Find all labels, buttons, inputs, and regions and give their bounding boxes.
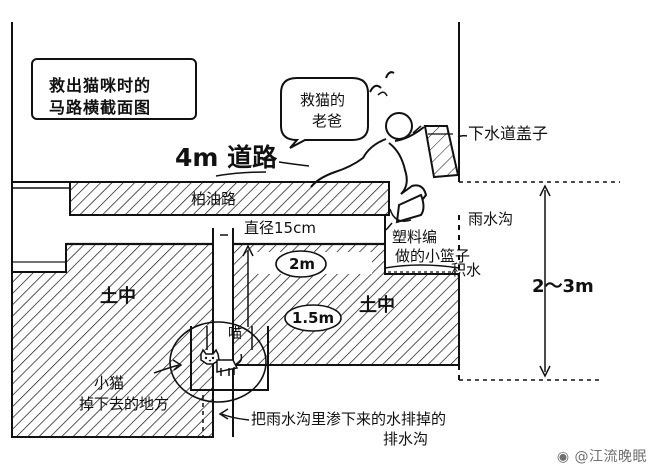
depth-2m-label: 2m bbox=[288, 255, 316, 273]
dad-label-line-2: 老爸 bbox=[312, 112, 343, 130]
person-icon bbox=[310, 71, 428, 224]
meow-label: 喵 bbox=[228, 326, 242, 342]
diameter-label: 直径15cm bbox=[244, 219, 316, 237]
cat-icon bbox=[200, 348, 243, 376]
asphalt-slab bbox=[69, 181, 390, 216]
drain-note-arrow-head bbox=[218, 408, 229, 420]
soil-left-label: 土中 bbox=[100, 286, 136, 307]
drain-note-line-1: 把雨水沟里渗下来的水排掉的 bbox=[251, 410, 447, 428]
standing-water-line bbox=[384, 264, 460, 269]
kitten-pit bbox=[190, 326, 269, 391]
drain-note-arrow bbox=[221, 413, 250, 421]
kitten-highlight-circle bbox=[169, 321, 267, 403]
diagram-title-box: 救出猫咪时的 马路横截面图 bbox=[31, 58, 197, 120]
kitten-pointer-arrow bbox=[153, 364, 180, 374]
road-width-label: 4m 道路 bbox=[175, 143, 278, 172]
oval-2m bbox=[275, 250, 327, 278]
drain-note-line-2: 排水沟 bbox=[383, 430, 429, 448]
road-label-mark bbox=[215, 171, 267, 177]
kitten-pointer-arrow-head bbox=[172, 359, 183, 371]
asphalt-label: 柏油路 bbox=[191, 190, 237, 208]
road-label-underline bbox=[278, 161, 310, 167]
drain-cover-label: 下水道盖子 bbox=[468, 124, 549, 143]
kitten-label-line-1: 小猫 bbox=[94, 374, 125, 392]
drain-cover bbox=[423, 125, 460, 179]
weibo-logo-icon: ◉ bbox=[556, 449, 570, 465]
basket-label-line-1: 塑料编 bbox=[392, 228, 438, 246]
oval-1-5m bbox=[284, 304, 342, 332]
depth-2m-arrow-top bbox=[242, 244, 254, 257]
standing-water-label: 积水 bbox=[451, 261, 482, 279]
right-depth-arrow-bottom bbox=[539, 365, 551, 378]
watermark-text: @江流晚眠 bbox=[574, 449, 647, 465]
soil-left-cap bbox=[11, 261, 67, 273]
rain-ditch-label: 雨水沟 bbox=[468, 210, 514, 228]
dad-label-line-1: 救猫的 bbox=[300, 91, 346, 109]
soil-right-label: 土中 bbox=[359, 295, 395, 316]
kitten-label-line-2: 掉下去的地方 bbox=[79, 395, 170, 413]
speech-bubble-icon bbox=[280, 77, 369, 149]
right-depth-label: 2～3m bbox=[532, 276, 594, 297]
basket-label-line-2: 做的小篮子 bbox=[395, 247, 471, 265]
drain-cover-pointer bbox=[457, 134, 468, 138]
watermark: ◉ @江流晚眠 bbox=[557, 446, 647, 466]
depth-1-5m-label: 1.5m bbox=[291, 309, 335, 327]
right-depth-arrow-top bbox=[539, 184, 551, 197]
diagram-title-line-2: 马路横截面图 bbox=[49, 98, 152, 117]
diagram-title-line-1: 救出猫咪时的 bbox=[49, 76, 152, 95]
basket-pointer bbox=[385, 222, 393, 231]
